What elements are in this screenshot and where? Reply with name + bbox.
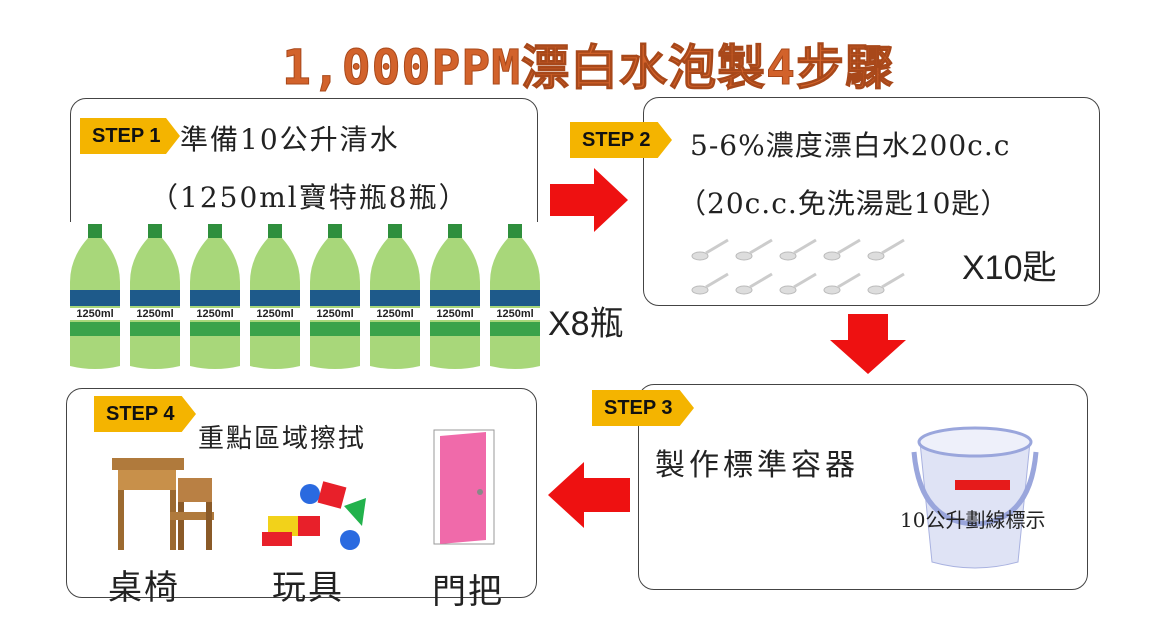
bottle-label: 1250ml <box>68 308 122 320</box>
step-3-line1: 製作標準容器 <box>655 448 859 483</box>
step-4-line1: 重點區域擦拭 <box>198 424 367 454</box>
bottle: 1250ml <box>428 222 482 372</box>
bottle-label: 1250ml <box>368 308 422 320</box>
bottle: 1250ml <box>308 222 362 372</box>
item-door-handle: 門把 <box>432 572 504 612</box>
step-2-line1: 5-6%濃度漂白水200c.c <box>690 129 1011 162</box>
spoon <box>691 238 729 261</box>
bottle-label: 1250ml <box>188 308 242 320</box>
bottle: 1250ml <box>68 222 122 372</box>
item-desk-chair: 桌椅 <box>108 568 180 608</box>
bottle: 1250ml <box>488 222 542 372</box>
spoon <box>735 272 773 295</box>
bottle-label: 1250ml <box>308 308 362 320</box>
bottle: 1250ml <box>368 222 422 372</box>
bottle-label: 1250ml <box>128 308 182 320</box>
bottle-count: X8瓶 <box>548 305 624 343</box>
arrow-down-icon <box>830 314 906 374</box>
arrow-left-icon <box>548 462 630 528</box>
bottle: 1250ml <box>188 222 242 372</box>
step-1-line2: （1250ml寶特瓶8瓶） <box>150 181 469 214</box>
spoon <box>735 238 773 261</box>
door-icon <box>433 429 495 545</box>
step-4-tag: STEP 4 <box>94 396 196 432</box>
bottle: 1250ml <box>248 222 302 372</box>
step-2-line2: （20c.c.免洗湯匙10匙） <box>678 187 1010 220</box>
arrow-right-icon <box>550 168 628 232</box>
step-1-line1: 準備10公升清水 <box>180 123 400 156</box>
bottle-label: 1250ml <box>488 308 542 320</box>
spoon <box>779 272 817 295</box>
bottle-label: 1250ml <box>248 308 302 320</box>
toys-icon <box>262 481 366 550</box>
step-3-tag: STEP 3 <box>592 390 694 426</box>
spoon <box>823 238 861 261</box>
step-2-box <box>643 97 1100 306</box>
spoon <box>691 272 729 295</box>
item-toys: 玩具 <box>272 568 344 608</box>
spoon <box>867 272 905 295</box>
spoon-count: X10匙 <box>962 249 1057 287</box>
step-2-tag: STEP 2 <box>570 122 672 158</box>
bottle-label: 1250ml <box>428 308 482 320</box>
spoons-icon <box>691 238 905 295</box>
step-1-tag: STEP 1 <box>80 118 180 154</box>
spoon <box>823 272 861 295</box>
bottle: 1250ml <box>128 222 182 372</box>
desk-chair-icon <box>112 458 214 550</box>
bottles-row: 1250ml 1250ml 1250ml 1250ml 1250ml 1250ml 1250… <box>64 222 542 374</box>
page-title: 1,000PPM漂白水泡製4步驟 <box>281 40 895 97</box>
spoon <box>779 238 817 261</box>
bucket-icon <box>911 426 1039 569</box>
bucket-note: 10公升劃線標示 <box>900 508 1046 532</box>
spoon <box>867 238 905 261</box>
